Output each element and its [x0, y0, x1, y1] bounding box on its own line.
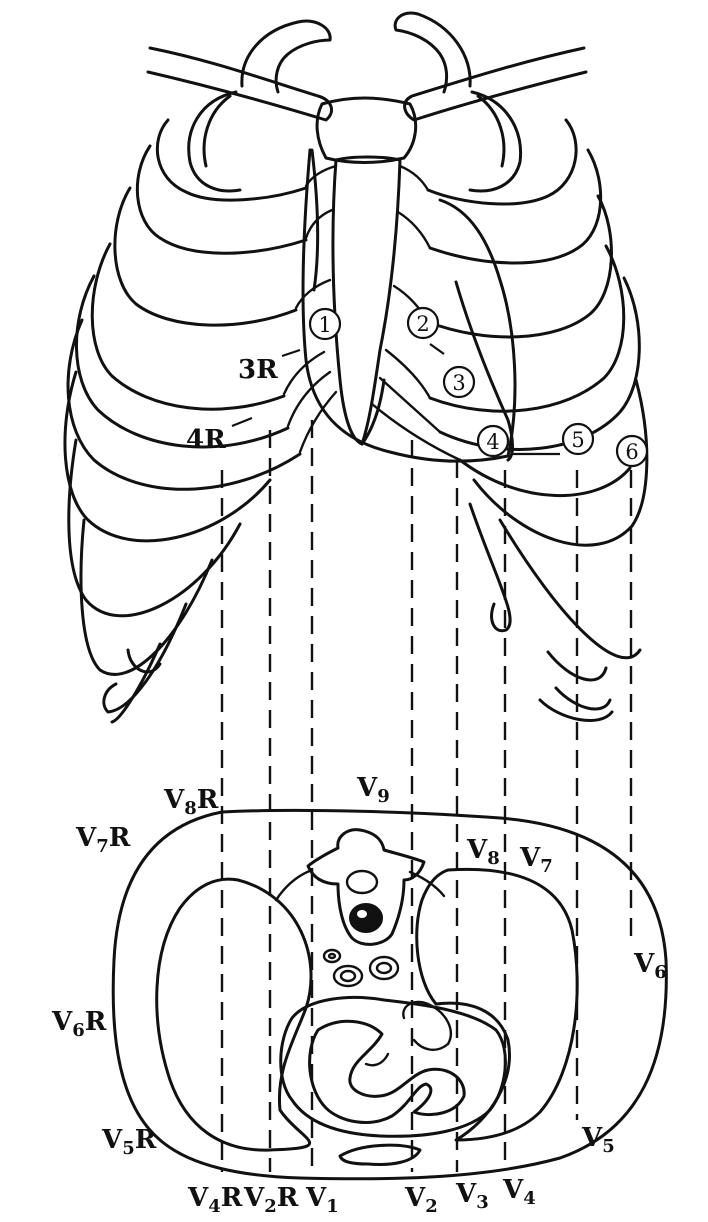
- pericardium: [279, 995, 507, 1138]
- marker-3: 3: [442, 365, 476, 399]
- right-ribs: [426, 90, 649, 722]
- xiphoid-line: [360, 378, 386, 446]
- rib-label-3r: 3R: [238, 355, 278, 385]
- lead-labels: V4R V2R V1 V2 V3 V4 V5 V6 V7 V8: [51, 773, 667, 1217]
- vertebra: [306, 828, 426, 946]
- rib-stub-right: [408, 870, 446, 898]
- aorta-right: [368, 955, 400, 981]
- svg-text:6: 6: [625, 440, 638, 464]
- lead-label-v8r: V8R: [163, 785, 219, 819]
- vertebral-body-highlight: [357, 910, 367, 918]
- left-ribs: [63, 90, 308, 724]
- svg-text:2: 2: [416, 312, 429, 336]
- intercostal-markers: 1 2 3 4 5 6: [308, 306, 649, 468]
- rib-labels: 3R 4R: [186, 348, 301, 455]
- chest-cross-section: [111, 808, 668, 1181]
- lead-label-v6r: V6R: [51, 1007, 107, 1041]
- heart-right-border: [310, 148, 320, 292]
- marker-2: 2: [406, 306, 440, 340]
- svg-text:5: 5: [571, 428, 584, 452]
- lead-label-v6: V6: [633, 949, 667, 983]
- left-clavicle: [146, 46, 334, 122]
- projection-lines: [220, 420, 633, 1172]
- lead-label-v4r: V4R: [187, 1183, 243, 1217]
- lead-label-v3: V3: [455, 1179, 489, 1213]
- lead-label-v4: V4: [502, 1175, 536, 1209]
- aorta-left-inner: [339, 969, 357, 983]
- manubrium: [315, 96, 418, 164]
- lead-label-v7r: V7R: [75, 823, 131, 857]
- marker-6: 6: [615, 434, 649, 468]
- lead-label-v1: V1: [305, 1183, 339, 1217]
- lead-label-v7: V7: [519, 843, 553, 877]
- lead-label-v2: V2: [404, 1183, 438, 1217]
- rib-cage: [63, 11, 649, 724]
- septum: [402, 1000, 452, 1051]
- aorta-left: [332, 964, 364, 988]
- heart-outline: [301, 148, 517, 463]
- lead-label-v5r: V5R: [101, 1125, 157, 1159]
- svg-text:1: 1: [318, 313, 331, 337]
- esophagus-inner: [327, 952, 337, 960]
- sternum-body: [331, 155, 402, 446]
- heart-chambers: [308, 1019, 466, 1124]
- marker-1: 1: [308, 307, 342, 341]
- esophagus: [322, 948, 342, 964]
- spinal-canal: [345, 869, 379, 895]
- costal-cartilages: [282, 164, 462, 462]
- lead-label-v5: V5: [581, 1123, 615, 1157]
- sternum-cross-section: [338, 1143, 422, 1166]
- aorta-right-inner: [375, 961, 393, 975]
- heart-apex-curve: [454, 280, 514, 462]
- rib-stub-left: [274, 868, 314, 902]
- svg-text:4: 4: [486, 430, 499, 454]
- marker-4: 4: [476, 424, 510, 458]
- right-lung: [155, 877, 313, 1152]
- lead-label-v2r: V2R: [243, 1183, 299, 1217]
- rib-label-4r: 4R: [186, 425, 226, 455]
- right-first-rib: [393, 11, 472, 94]
- right-clavicle: [403, 46, 588, 122]
- heart-inner-curve: [364, 1052, 390, 1067]
- lead-label-v9: V9: [356, 773, 390, 807]
- rib-3r-pointer: [281, 348, 301, 358]
- left-first-rib: [240, 19, 332, 94]
- vertebral-body: [349, 903, 383, 933]
- rib-4r-pointer: [231, 416, 253, 428]
- marker-2-pointer: [429, 343, 445, 355]
- body-wall-outline: [111, 808, 668, 1181]
- left-lung: [415, 867, 579, 1142]
- marker-5: 5: [561, 422, 595, 456]
- lead-label-v8: V8: [466, 835, 500, 869]
- svg-text:3: 3: [452, 371, 465, 395]
